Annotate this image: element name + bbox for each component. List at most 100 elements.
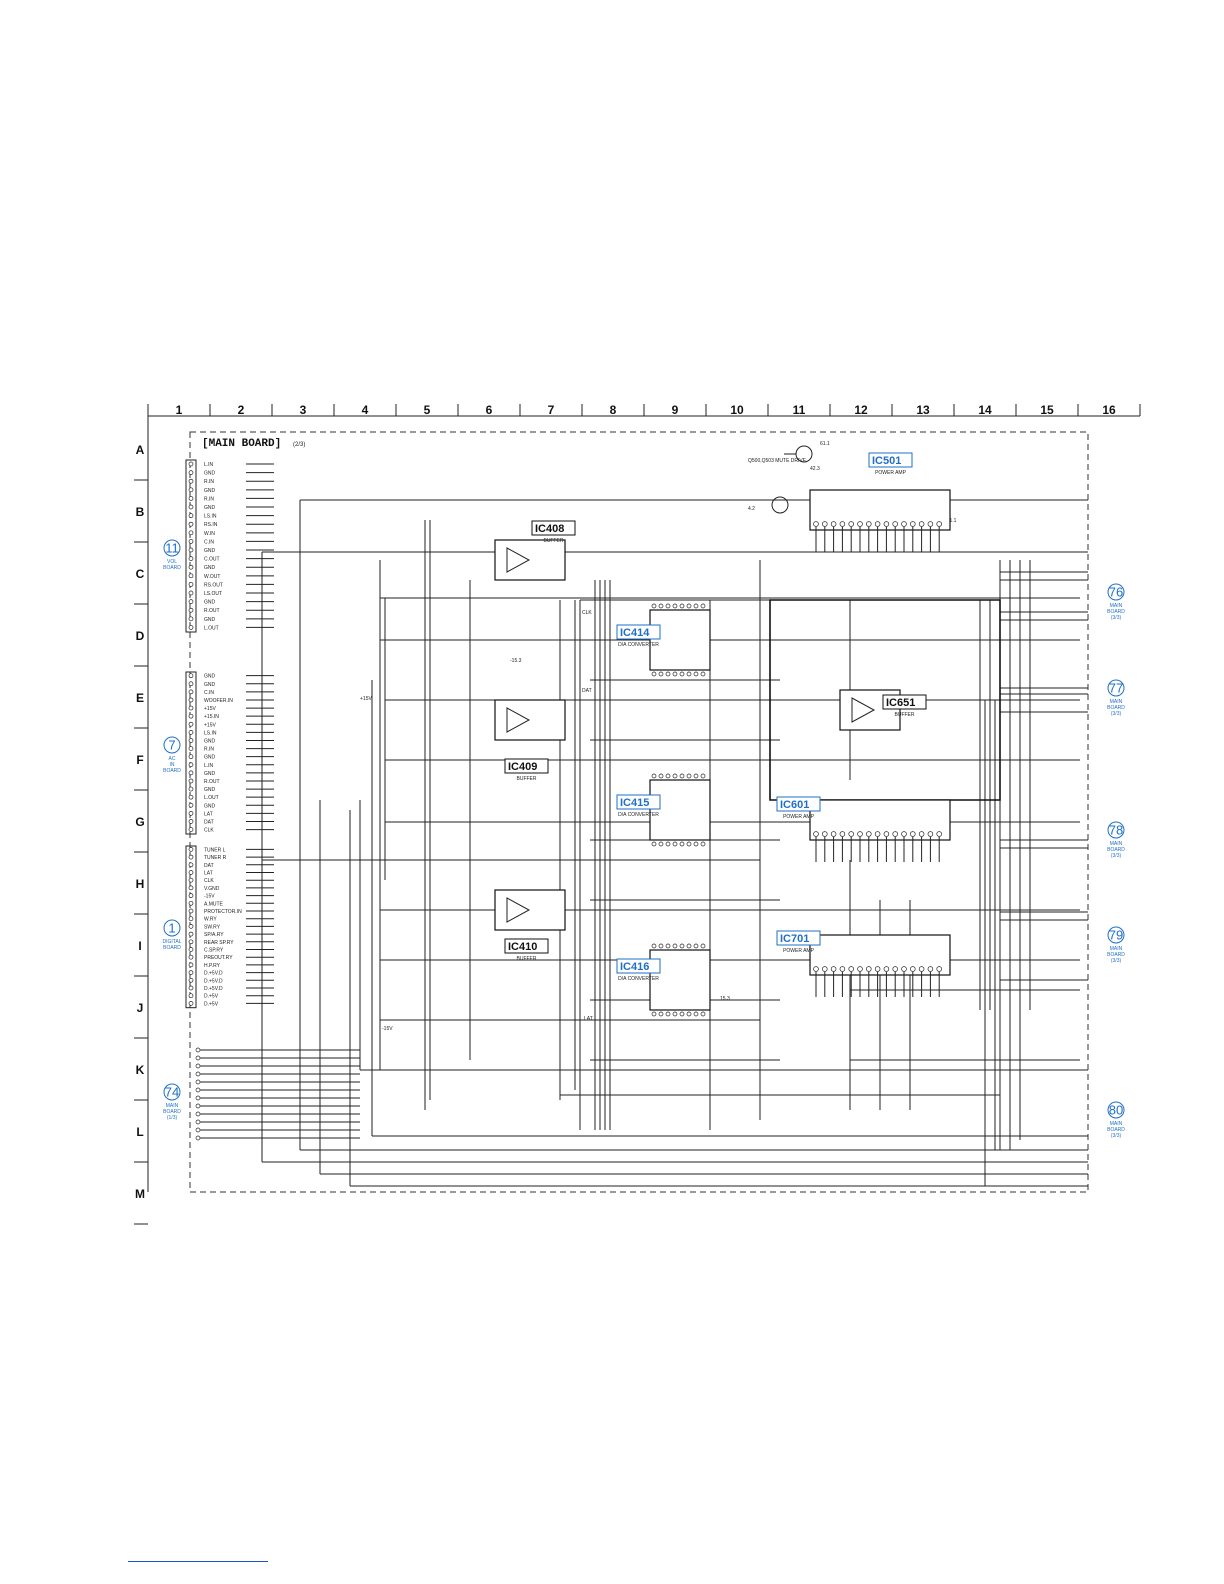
connector-pin-label: R.OUT [204, 779, 220, 785]
connector-pin [188, 607, 194, 613]
ic-pin [672, 943, 678, 949]
ic-pin [700, 841, 706, 847]
connector-pin-label: TUNER L [204, 847, 226, 853]
connector-pin-label: R.IN [204, 496, 214, 502]
ic-pin [686, 943, 692, 949]
ic-pin [883, 966, 890, 972]
ic-pin [918, 966, 925, 972]
connector-body [185, 845, 197, 1009]
ic-pin [679, 1011, 685, 1017]
ic-label-box [616, 958, 661, 974]
column-label: 4 [362, 403, 369, 417]
connector-pin [188, 573, 194, 579]
ic-pin [892, 831, 898, 837]
off-board-label: VOL [167, 559, 177, 565]
connector-pin-label: R.IN [204, 747, 214, 753]
ic-pin [672, 1011, 678, 1017]
ic-label-box [882, 694, 927, 710]
connector-pin [195, 1079, 201, 1085]
ic-pin [866, 831, 872, 837]
ic-id-label: IC409 [508, 761, 537, 773]
off-board-label: (3/3) [1111, 958, 1122, 964]
wiring: DATCLKLAT+15V-15V-15.315.3+5V-61.161.13.… [261, 441, 1088, 1187]
ic-pin [679, 841, 685, 847]
connector-pin-label: GND [204, 755, 216, 761]
ic-pin [848, 831, 854, 837]
off-board-number: 80 [1109, 1103, 1123, 1118]
ic-pin [813, 521, 819, 527]
off-board-label: BOARD [163, 1109, 181, 1115]
ic-pin [658, 943, 664, 949]
off-board-number: 77 [1109, 681, 1123, 696]
ic-pin [679, 603, 685, 609]
ic-pin [848, 521, 854, 527]
connector-pin [188, 1001, 194, 1006]
ic-pin [910, 831, 916, 837]
connector-pin [188, 954, 194, 960]
ic-pin [927, 521, 934, 527]
ic-pin [892, 966, 898, 972]
connector-pin-label: C.OUT [204, 557, 220, 563]
connector-pin [188, 924, 194, 929]
ic-pin [830, 966, 837, 972]
ic-pin [665, 943, 671, 949]
off-board-label: DIGITAL [162, 939, 181, 945]
net-label: -15V [382, 1026, 393, 1032]
off-board-number: 76 [1109, 585, 1123, 600]
ic-pin [874, 831, 881, 837]
connector-pin-label: GND [204, 565, 216, 571]
connector-pin [195, 1095, 201, 1101]
connector-pin [188, 530, 194, 536]
connector-pin-label: LAT [204, 870, 213, 876]
row-label: F [136, 753, 143, 767]
connector-pin [188, 513, 194, 518]
connector-pin [188, 985, 194, 991]
connector-pin-label: GND [204, 674, 216, 680]
off-board-label: MAIN [1110, 603, 1123, 609]
connector-pin-label: A.MUTE [204, 901, 224, 907]
ic-label-box [504, 938, 549, 954]
connector-pin [188, 689, 194, 695]
ic-pin [686, 1011, 692, 1017]
off-board-number: 1 [168, 921, 175, 936]
ic-pin [672, 671, 678, 677]
ic-pin [686, 671, 692, 677]
voltage-label: 4.2 [748, 506, 755, 512]
net-label: LAT [584, 1016, 593, 1022]
row-label: L [136, 1125, 143, 1139]
off-board-label: BOARD [1107, 609, 1125, 615]
column-label: 10 [730, 403, 744, 417]
connector-pin-label: REAR SP.RY [204, 940, 234, 946]
off-board-references: 11VOLBOARD7ACINBOARD1DIGITALBOARD74MAINB… [162, 539, 1125, 1139]
off-board-number: 74 [165, 1085, 179, 1100]
connector-pin-label: L.OUT [204, 625, 219, 631]
connector-pin-label: V.GND [204, 886, 220, 892]
off-board-label: (3/3) [1111, 1133, 1122, 1139]
opamp-symbol [506, 897, 531, 923]
ic-id-label: IC410 [508, 941, 537, 953]
connector-pin [188, 478, 194, 484]
off-board-label: BOARD [163, 565, 181, 571]
connector-pin [188, 487, 194, 493]
ic-pin [839, 521, 846, 527]
footer-rule [128, 1561, 268, 1562]
connector-pin [188, 521, 194, 527]
connector-pin-label: CLK [204, 828, 214, 834]
connector-pin [188, 802, 194, 808]
connector-body [185, 459, 197, 633]
connector-pin [195, 1111, 201, 1117]
off-board-circle [1107, 679, 1125, 697]
ic-pin [927, 831, 934, 837]
ic-label-box [776, 930, 821, 946]
connector-pin [188, 697, 194, 703]
connector-pin [188, 754, 194, 760]
off-board-circle [163, 539, 181, 557]
ic-pin [665, 603, 671, 609]
board-part: (2/3) [293, 442, 305, 448]
